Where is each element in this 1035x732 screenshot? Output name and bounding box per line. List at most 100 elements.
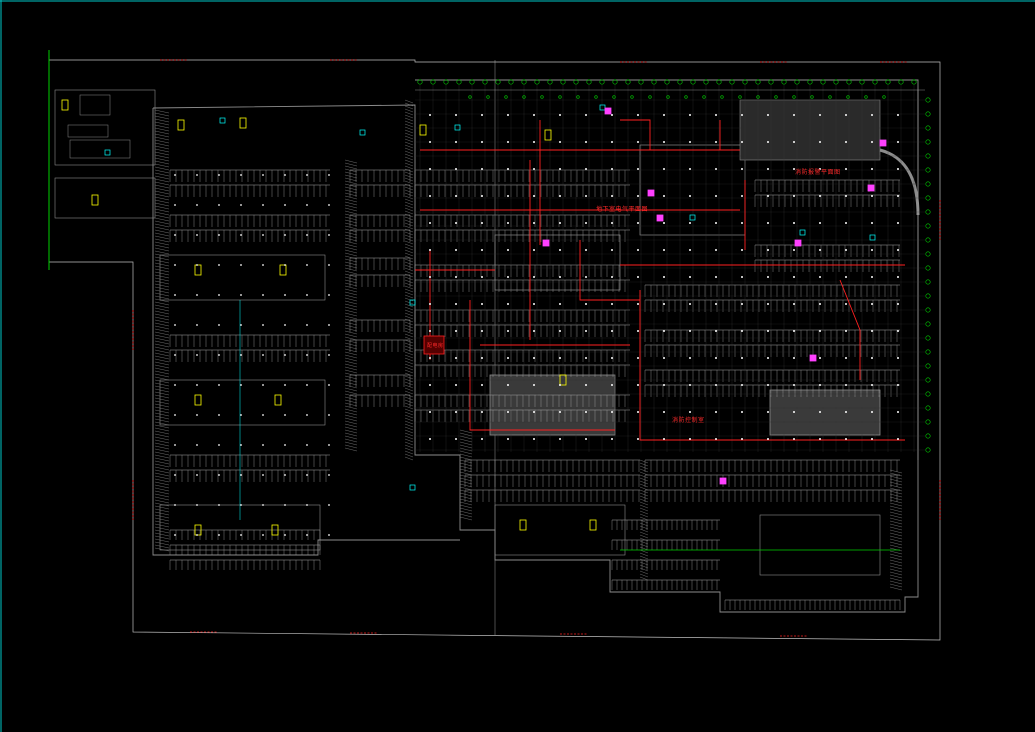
ceiling-detector <box>328 414 330 416</box>
ceiling-detector <box>611 114 613 116</box>
ceiling-detector <box>284 354 286 356</box>
ceiling-detector <box>689 438 691 440</box>
ceiling-detector <box>871 195 873 197</box>
ceiling-detector <box>284 204 286 206</box>
ceiling-detector <box>174 414 176 416</box>
site-boundary <box>48 59 941 641</box>
ceiling-detector <box>767 222 769 224</box>
ceiling-detector <box>689 276 691 278</box>
ceiling-detector <box>793 222 795 224</box>
ceiling-detector <box>284 534 286 536</box>
ceiling-detector <box>481 411 483 413</box>
parking-row <box>464 489 640 502</box>
magenta-device <box>656 214 664 222</box>
ceiling-detector <box>793 276 795 278</box>
ceiling-detector <box>689 384 691 386</box>
core-room <box>69 139 131 159</box>
cyan-device <box>599 104 606 111</box>
parking-row <box>349 257 411 270</box>
ceiling-detector <box>328 444 330 446</box>
ceiling-detector <box>819 249 821 251</box>
core-room <box>79 94 111 116</box>
ceiling-detector <box>455 222 457 224</box>
ceiling-detector <box>819 411 821 413</box>
ceiling-detector <box>240 324 242 326</box>
ceiling-detector <box>533 438 535 440</box>
axis-bubble <box>521 79 527 85</box>
ceiling-detector <box>284 384 286 386</box>
ceiling-detector <box>306 234 308 236</box>
green-node <box>846 95 850 99</box>
ceiling-detector <box>306 264 308 266</box>
red-circuit <box>579 240 640 301</box>
axis-bubble <box>456 79 462 85</box>
ceiling-detector <box>174 264 176 266</box>
ceiling-detector <box>196 414 198 416</box>
ceiling-detector <box>637 114 639 116</box>
ceiling-detector <box>819 114 821 116</box>
green-node <box>666 95 670 99</box>
parking-row <box>169 184 330 197</box>
ceiling-detector <box>819 276 821 278</box>
axis-bubble <box>925 335 931 341</box>
ceiling-detector <box>429 438 431 440</box>
axis-bubble <box>925 265 931 271</box>
ceiling-detector <box>174 204 176 206</box>
red-circuit <box>839 279 861 380</box>
ceiling-detector <box>533 303 535 305</box>
ceiling-detector <box>262 324 264 326</box>
parking-row <box>169 454 330 467</box>
ceiling-detector <box>689 141 691 143</box>
ceiling-detector <box>262 264 264 266</box>
yellow-device <box>279 264 287 276</box>
parking-row <box>611 559 720 570</box>
west-core-small <box>54 177 156 219</box>
ceiling-detector <box>715 357 717 359</box>
axis-bubble <box>925 321 931 327</box>
ceiling-detector <box>715 141 717 143</box>
ceiling-detector <box>481 438 483 440</box>
axis-bubble <box>925 307 931 313</box>
ceiling-detector <box>218 444 220 446</box>
ceiling-detector <box>637 330 639 332</box>
ceiling-detector <box>585 168 587 170</box>
ceiling-detector <box>306 294 308 296</box>
ceiling-detector <box>533 357 535 359</box>
green-node <box>468 95 472 99</box>
red-room-mark <box>423 335 445 355</box>
ceiling-detector <box>429 114 431 116</box>
parking-row <box>169 169 330 182</box>
axis-bubble <box>794 79 800 85</box>
ceiling-detector <box>715 249 717 251</box>
axis-bubble <box>417 79 423 85</box>
ceiling-detector <box>262 174 264 176</box>
ceiling-detector <box>481 168 483 170</box>
ceiling-detector <box>240 204 242 206</box>
ceiling-detector <box>174 174 176 176</box>
ceiling-detector <box>240 294 242 296</box>
west-core-b <box>159 379 326 426</box>
ceiling-detector <box>328 354 330 356</box>
axis-bubble <box>872 79 878 85</box>
axis-bubble <box>925 181 931 187</box>
ceiling-detector <box>637 357 639 359</box>
ceiling-detector <box>845 303 847 305</box>
green-node <box>756 95 760 99</box>
ceiling-detector <box>845 438 847 440</box>
parking-row <box>611 539 720 550</box>
ceiling-detector <box>585 384 587 386</box>
ceiling-detector <box>455 384 457 386</box>
ceiling-detector <box>196 174 198 176</box>
ceiling-detector <box>262 504 264 506</box>
yellow-device <box>419 124 427 136</box>
ceiling-detector <box>328 174 330 176</box>
ceiling-detector <box>196 234 198 236</box>
ceiling-detector <box>741 384 743 386</box>
ceiling-detector <box>767 438 769 440</box>
ceiling-detector <box>741 222 743 224</box>
ceiling-detector <box>585 222 587 224</box>
ceiling-detector <box>429 195 431 197</box>
ceiling-detector <box>533 330 535 332</box>
ceiling-detector <box>845 384 847 386</box>
